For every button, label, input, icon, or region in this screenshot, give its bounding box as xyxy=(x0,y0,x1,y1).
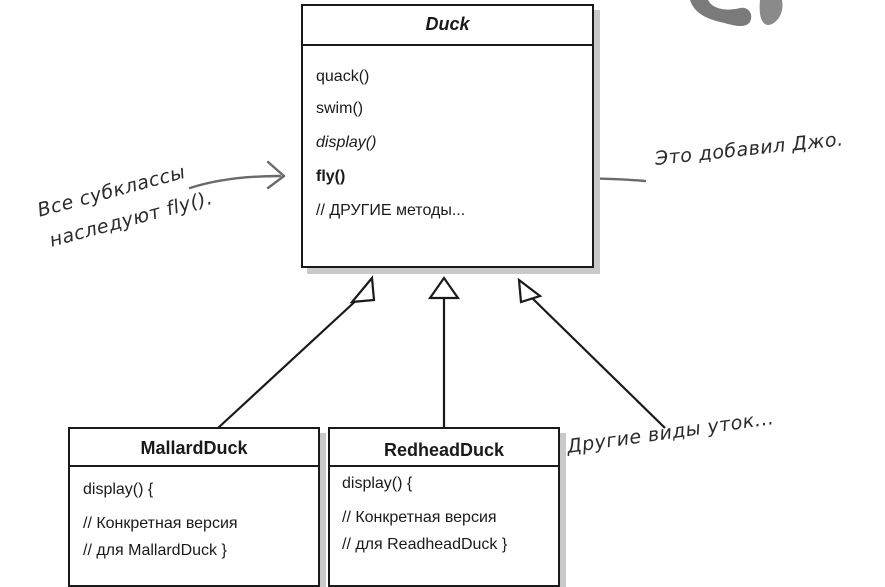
redhead-line-3: // для ReadheadDuck } xyxy=(342,536,508,553)
mallard-line-1: display() { xyxy=(83,481,154,498)
method-other: // ДРУГИЕ методы... xyxy=(316,202,466,219)
inheritance-arrowhead-middle xyxy=(427,276,461,300)
mallard-line-2: // Конкретная версия xyxy=(83,515,238,532)
decorative-figure-icon xyxy=(690,0,783,27)
redhead-duck-class-title: RedheadDuck xyxy=(330,429,558,467)
mallard-line-3: // для MallardDuck } xyxy=(83,542,227,559)
arrow-to-duck xyxy=(188,174,282,190)
method-fly: fly() xyxy=(316,168,346,185)
inheritance-arrowhead-left xyxy=(349,275,376,304)
mallard-duck-class-title: MallardDuck xyxy=(70,429,318,467)
inheritance-arrowhead-right xyxy=(517,277,543,304)
redhead-line-2: // Конкретная версия xyxy=(342,509,497,526)
method-swim: swim() xyxy=(316,100,364,117)
redhead-duck-class-box: RedheadDuck display() { // Конкретная ве… xyxy=(328,427,560,587)
arrow-to-duck-head xyxy=(266,160,286,190)
method-display: display() xyxy=(316,134,377,151)
inheritance-line-mallard xyxy=(217,295,362,429)
mallard-duck-class-box: MallardDuck display() { // Конкретная ве… xyxy=(68,427,320,587)
inheritance-line-other xyxy=(529,295,666,429)
duck-class-box: Duck quack() swim() display() fly() // Д… xyxy=(301,4,594,268)
redhead-line-1: display() { xyxy=(342,475,413,492)
duck-class-title: Duck xyxy=(303,6,592,46)
method-quack: quack() xyxy=(316,68,370,85)
